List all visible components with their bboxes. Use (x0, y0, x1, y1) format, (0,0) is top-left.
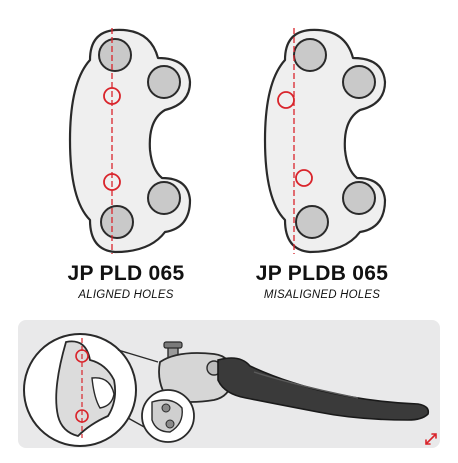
plate-misaligned (263, 28, 387, 254)
bolt-hole (147, 65, 181, 99)
part-subtitle-aligned: ALIGNED HOLES (78, 289, 174, 301)
clamp-detail (141, 389, 195, 443)
magnifier-detail (23, 333, 137, 447)
bolt-hole (295, 205, 329, 239)
brake-lever (217, 357, 430, 421)
expand-arrows-icon[interactable] (424, 432, 438, 446)
part-title-misaligned: JP PLDB 065 (255, 262, 389, 285)
bolt-hole (100, 205, 134, 239)
bolt-hole (98, 38, 132, 72)
bolt-hole (342, 181, 376, 215)
part-title-aligned: JP PLD 065 (67, 262, 185, 285)
bolt-hole (147, 181, 181, 215)
bolt-hole (293, 38, 327, 72)
lever-illustration-panel (18, 320, 440, 448)
bolt-hole (342, 65, 376, 99)
part-subtitle-misaligned: MISALIGNED HOLES (263, 289, 381, 301)
lever-illustration (23, 333, 430, 447)
plate-aligned (68, 28, 192, 254)
mount-hole (295, 169, 313, 187)
